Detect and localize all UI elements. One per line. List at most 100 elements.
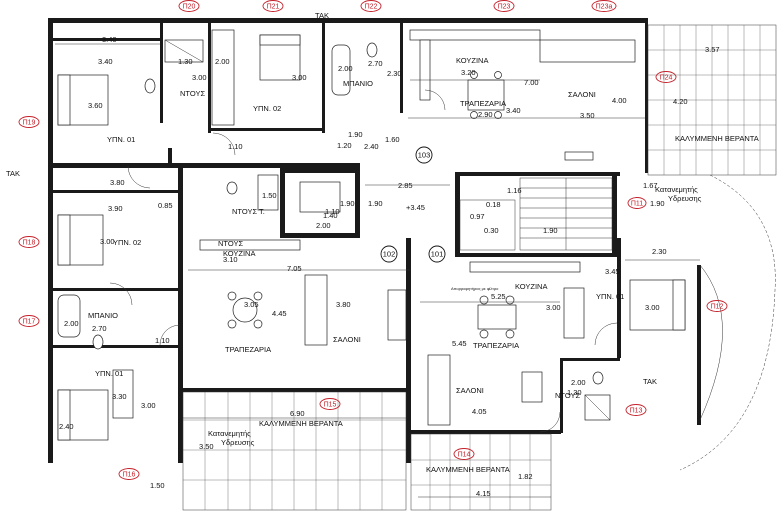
- svg-text:1.40: 1.40: [323, 211, 338, 220]
- svg-text:102: 102: [383, 250, 396, 259]
- svg-text:2.40: 2.40: [59, 422, 74, 431]
- tag-101: 101: [428, 245, 446, 263]
- dimension-lines: [55, 43, 700, 498]
- svg-text:103: 103: [418, 151, 431, 160]
- room-label-ypn01: ΥΠΝ. 01: [596, 292, 624, 301]
- svg-text:Π22: Π22: [365, 4, 378, 11]
- kitchen-counter: [409, 29, 541, 41]
- room-label-ntous: ΝΤΟΥΣ: [180, 89, 205, 98]
- svg-text:2.30: 2.30: [652, 247, 667, 256]
- svg-text:3.57: 3.57: [705, 45, 720, 54]
- room-label-saloni: ΣΑΛΟΝΙ: [456, 386, 484, 395]
- svg-text:Π16: Π16: [123, 472, 136, 479]
- svg-text:101: 101: [431, 250, 444, 259]
- toilet: [226, 181, 238, 195]
- toilet: [92, 334, 104, 350]
- svg-text:1.10: 1.10: [325, 207, 340, 216]
- tak-label: ΤΑΚ: [6, 169, 20, 178]
- bathtub: [331, 44, 351, 96]
- svg-text:2.85: 2.85: [398, 181, 413, 190]
- svg-text:1.20: 1.20: [337, 141, 352, 150]
- tag-p23: Π23: [493, 0, 515, 12]
- svg-text:Π12: Π12: [711, 304, 724, 311]
- wardrobe: [112, 369, 134, 419]
- tak-label: ΤΑΚ: [643, 377, 657, 386]
- tag-p17: Π17: [18, 315, 40, 327]
- tag-p21: Π21: [262, 0, 284, 12]
- svg-text:Π13: Π13: [630, 408, 643, 415]
- svg-text:3.00: 3.00: [292, 73, 307, 82]
- svg-text:2.30: 2.30: [387, 69, 402, 78]
- room-label-ypn01: ΥΠΝ. 01: [95, 369, 123, 378]
- svg-text:3.30: 3.30: [112, 392, 127, 401]
- svg-text:2.00: 2.00: [215, 57, 230, 66]
- svg-text:2.00: 2.00: [571, 378, 586, 387]
- tag-p22: Π22: [360, 0, 382, 12]
- wardrobe: [211, 29, 235, 126]
- room-label-ntous: ΝΤΟΥΣ: [218, 239, 243, 248]
- svg-text:1.82: 1.82: [518, 472, 533, 481]
- label-ydreusis: Υδρευσης: [668, 194, 702, 203]
- svg-text:2.00: 2.00: [64, 319, 79, 328]
- svg-text:3.00: 3.00: [100, 237, 115, 246]
- tag-p15: Π15: [319, 398, 341, 410]
- furniture: [57, 29, 686, 441]
- svg-text:3.00: 3.00: [645, 303, 660, 312]
- svg-text:2.00: 2.00: [316, 221, 331, 230]
- svg-text:3.00: 3.00: [141, 401, 156, 410]
- svg-text:3.20: 3.20: [461, 68, 476, 77]
- svg-text:5.45: 5.45: [452, 339, 467, 348]
- room-label-ypn01: ΥΠΝ. 01: [107, 135, 135, 144]
- label-ydreusis: Υδρευσης: [221, 438, 255, 447]
- room-label-saloni: ΣΑΛΟΝΙ: [568, 90, 596, 99]
- svg-text:Π17: Π17: [23, 319, 36, 326]
- svg-text:3.40: 3.40: [98, 57, 113, 66]
- svg-text:Π21: Π21: [267, 4, 280, 11]
- svg-text:7.00: 7.00: [524, 78, 539, 87]
- sofa: [427, 354, 451, 426]
- svg-text:2.40: 2.40: [364, 142, 379, 151]
- svg-text:0.30: 0.30: [484, 226, 499, 235]
- room-label-ypn02: ΥΠΝ. 02: [113, 238, 141, 247]
- svg-text:1.10: 1.10: [228, 142, 243, 151]
- svg-text:Π18: Π18: [23, 240, 36, 247]
- walls: [48, 18, 701, 463]
- room-label-trapezaria: ΤΡΑΠΕΖΑΡΙΑ: [225, 345, 271, 354]
- room-label-kouzina: ΚΟΥΖΙΝΑ: [223, 249, 255, 258]
- svg-text:1.30: 1.30: [567, 388, 582, 397]
- svg-text:3.80: 3.80: [110, 178, 125, 187]
- svg-text:4.15: 4.15: [476, 489, 491, 498]
- toilet: [144, 78, 156, 94]
- svg-text:3.80: 3.80: [336, 300, 351, 309]
- tag-102: 102: [380, 245, 398, 263]
- svg-text:3.45: 3.45: [605, 267, 620, 276]
- svg-text:1.90: 1.90: [650, 199, 665, 208]
- room-label-mpanio: ΜΠΑΝΙΟ: [88, 311, 118, 320]
- svg-text:1.30: 1.30: [178, 57, 193, 66]
- tag-p13: Π13: [625, 404, 647, 416]
- svg-text:1.90: 1.90: [368, 199, 383, 208]
- svg-text:3.00: 3.00: [192, 73, 207, 82]
- level-marker: +3.45: [406, 203, 425, 212]
- svg-text:1.60: 1.60: [385, 135, 400, 144]
- svg-text:Π20: Π20: [183, 4, 196, 11]
- room-label-kouzina: ΚΟΥΖΙΝΑ: [456, 56, 488, 65]
- svg-text:5.25: 5.25: [491, 292, 506, 301]
- tag-p11: Π11: [627, 197, 647, 209]
- svg-text:3.10: 3.10: [223, 255, 238, 264]
- bed: [299, 181, 341, 213]
- svg-text:3.50: 3.50: [199, 442, 214, 451]
- svg-text:Π14: Π14: [458, 452, 471, 459]
- room-label-saloni: ΣΑΛΟΝΙ: [333, 335, 361, 344]
- toilet: [366, 42, 378, 58]
- bathtub: [57, 294, 81, 338]
- svg-text:Π15: Π15: [324, 402, 337, 409]
- room-labels: ΤΑΚ ΤΑΚ ΤΑΚ ΝΤΟΥΣ ΝΤΟΥΣ ΝΤΟΥΣ Τ. ΝΤΟΥΣ Υ…: [6, 11, 759, 474]
- room-label-ypn02: ΥΠΝ. 02: [253, 104, 281, 113]
- svg-text:0.18: 0.18: [486, 200, 501, 209]
- svg-text:1.67: 1.67: [643, 181, 658, 190]
- svg-text:3.40: 3.40: [506, 106, 521, 115]
- balcony-curve: [679, 174, 776, 471]
- svg-text:3.90: 3.90: [108, 204, 123, 213]
